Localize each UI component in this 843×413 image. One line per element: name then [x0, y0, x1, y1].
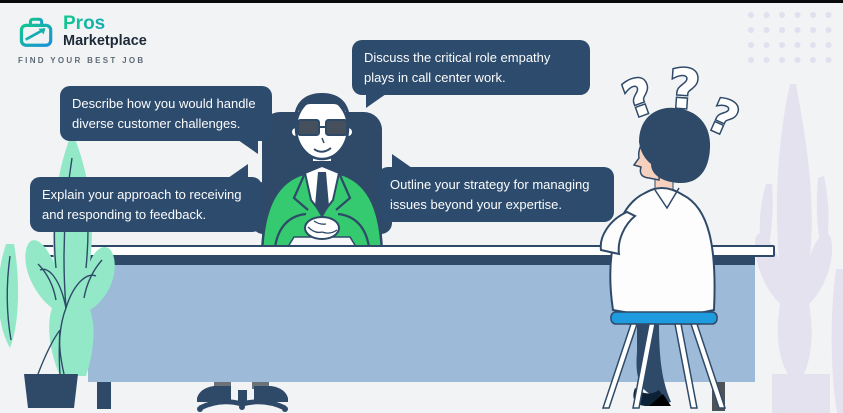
candidate-hair	[639, 107, 711, 184]
brand-name-line2: Marketplace	[63, 33, 147, 49]
stool-legs	[601, 323, 727, 409]
interviewer-hair	[293, 93, 351, 126]
top-border	[0, 0, 843, 3]
desk-leg-left	[97, 382, 111, 409]
mint-plant-decoration	[0, 132, 115, 408]
brand-name-line1: Pros	[63, 14, 147, 33]
briefcase-arrow-icon	[19, 17, 53, 47]
plant-pot	[24, 374, 78, 408]
bubble-tail	[228, 164, 248, 178]
white-jacket	[609, 187, 716, 315]
lavender-plant-decoration	[754, 84, 843, 413]
glasses	[297, 119, 320, 136]
brand-tagline: FIND YOUR BEST JOB	[18, 55, 146, 65]
tie	[315, 172, 329, 218]
question-bubble-expertise: Outline your strategy for managing issue…	[378, 154, 614, 222]
bubble-text: Explain your approach to receiving and r…	[42, 187, 242, 222]
bubble-tail	[392, 154, 412, 168]
stool-seat	[610, 311, 718, 325]
candidate-arm	[599, 210, 637, 256]
candidate-illustration: ? ? ?	[599, 56, 748, 409]
desk-edge	[88, 257, 755, 265]
logo: Pros Marketplace FIND YOUR BEST JOB	[18, 14, 147, 65]
clasped-hands	[304, 216, 340, 240]
question-bubble-challenges: Describe how you would handle diverse cu…	[60, 86, 272, 154]
question-bubble-empathy: Discuss the critical role empathy plays …	[352, 40, 590, 108]
question-bubble-feedback: Explain your approach to receiving and r…	[30, 164, 262, 232]
bubble-text: Describe how you would handle diverse cu…	[72, 96, 256, 131]
office-chair-base-and-feet	[197, 382, 288, 412]
bubble-text: Discuss the critical role empathy plays …	[364, 50, 551, 85]
bubble-text: Outline your strategy for managing issue…	[390, 177, 590, 212]
dot-grid-decoration	[748, 12, 840, 70]
